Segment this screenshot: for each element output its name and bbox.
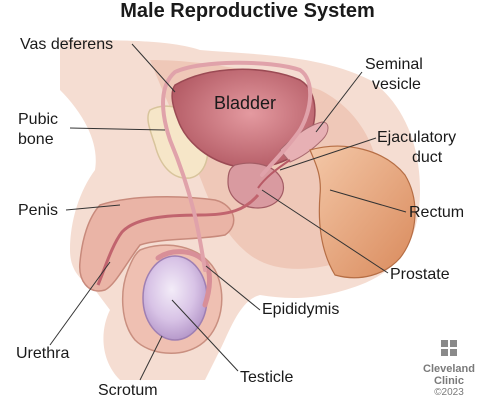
leader-testicle [171, 299, 239, 372]
label-epididymis: Epididymis [262, 301, 340, 318]
ejaculatory-duct [257, 159, 291, 189]
label-pubic-bone-line1: Pubic [18, 111, 59, 128]
leader-rectum [329, 189, 407, 213]
urethra [96, 194, 260, 286]
leader-ejaculatory-duct [279, 137, 377, 171]
leader-epididymis [205, 265, 261, 311]
leader-penis [65, 204, 121, 211]
logo-copyright: ©2023 [434, 387, 464, 398]
label-seminal-vesicle-line1: Seminal [365, 56, 423, 73]
leader-pubic-bone [69, 127, 166, 131]
logo-line1: Cleveland [423, 363, 475, 375]
label-prostate: Prostate [390, 266, 450, 283]
leader-lines [49, 43, 407, 381]
logo-mark-icon [441, 340, 457, 356]
diagram-title: Male Reproductive System [120, 0, 375, 22]
leader-prostate [261, 189, 389, 274]
label-penis: Penis [18, 202, 59, 219]
leader-vas-deferens [131, 43, 176, 93]
cleveland-clinic-logo: Cleveland Clinic ©2023 [414, 340, 484, 398]
label-urethra: Urethra [16, 345, 70, 362]
label-vas-deferens: Vas deferens [20, 36, 114, 53]
rectum [309, 145, 416, 279]
leader-scrotum [139, 335, 163, 381]
leader-seminal-vesicle [315, 71, 363, 133]
label-rectum: Rectum [409, 204, 465, 221]
logo-line2: Clinic [434, 375, 464, 387]
leader-urethra [49, 261, 111, 346]
label-testicle: Testicle [240, 369, 294, 386]
bladder [171, 68, 316, 169]
label-scrotum: Scrotum [98, 382, 158, 399]
label-pubic-bone-line2: bone [18, 131, 54, 148]
label-bladder: Bladder [214, 93, 277, 113]
label-ejaculatory-duct-line1: Ejaculatory [377, 129, 457, 146]
label-ejaculatory-duct-line2: duct [412, 149, 443, 166]
vas-deferens [161, 60, 313, 272]
label-seminal-vesicle-line2: vesicle [372, 76, 421, 93]
